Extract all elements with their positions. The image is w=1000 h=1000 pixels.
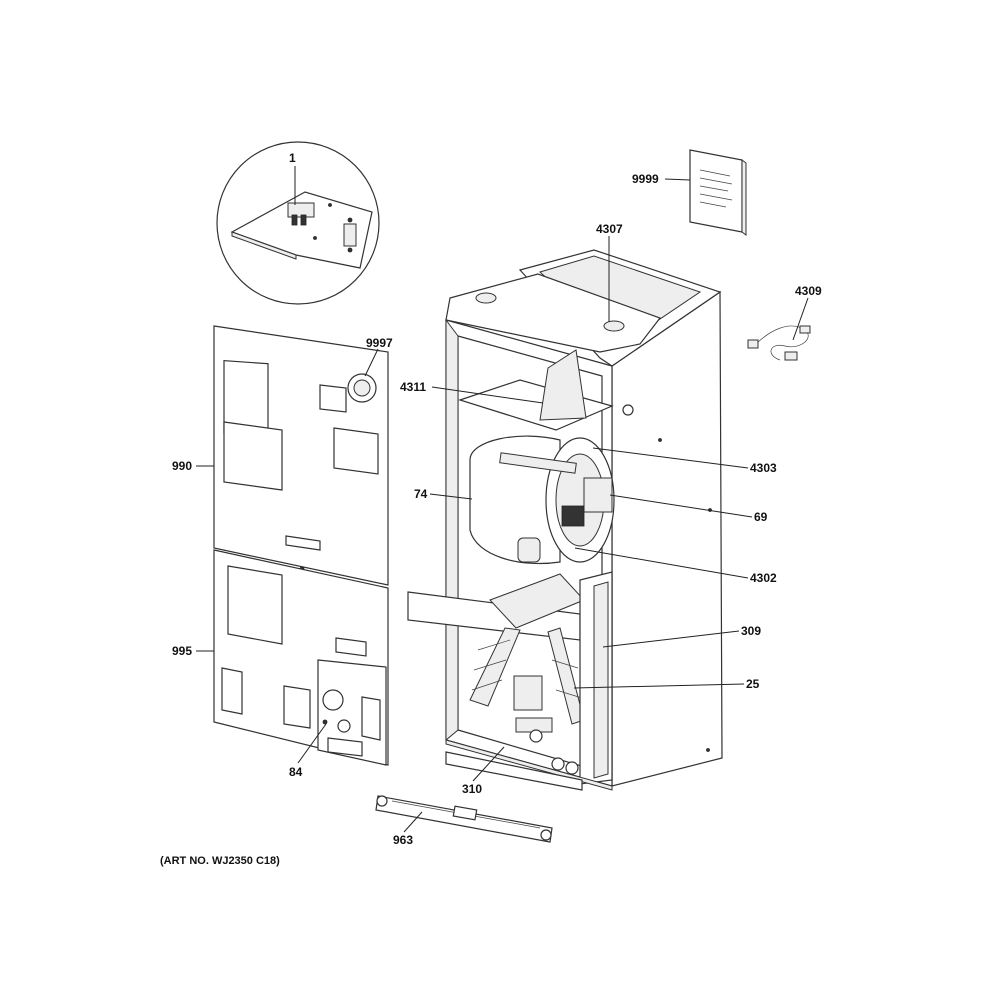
callout-990: 990 [172, 459, 192, 473]
callout-310: 310 [462, 782, 482, 796]
callout-963: 963 [393, 833, 413, 847]
air-handler-cabinet [407, 249, 723, 791]
literature-kit [689, 149, 747, 236]
callout-25: 25 [746, 677, 760, 691]
callout-4303: 4303 [750, 461, 777, 475]
callout-4311: 4311 [400, 380, 426, 394]
wire-harness [747, 325, 811, 361]
leader-lines [196, 166, 809, 833]
callout-9997: 9997 [366, 336, 393, 350]
callout-labels: 1 9999 4307 4309 9997 4311 4303 990 74 6… [160, 151, 822, 867]
callout-74: 74 [414, 487, 428, 501]
lower-panel [213, 549, 389, 766]
callout-4302: 4302 [750, 571, 777, 585]
callout-9999: 9999 [632, 172, 659, 186]
callout-84: 84 [289, 765, 303, 779]
callout-69: 69 [754, 510, 768, 524]
callout-4309: 4309 [795, 284, 822, 298]
callout-4307: 4307 [596, 222, 623, 236]
filter-rail [375, 795, 553, 843]
upper-panel [213, 325, 389, 586]
callout-995: 995 [172, 644, 192, 658]
callout-1: 1 [289, 151, 296, 165]
art-number: (ART NO. WJ2350 C18) [160, 855, 280, 867]
callout-309: 309 [741, 624, 761, 638]
control-board-detail [216, 141, 380, 305]
